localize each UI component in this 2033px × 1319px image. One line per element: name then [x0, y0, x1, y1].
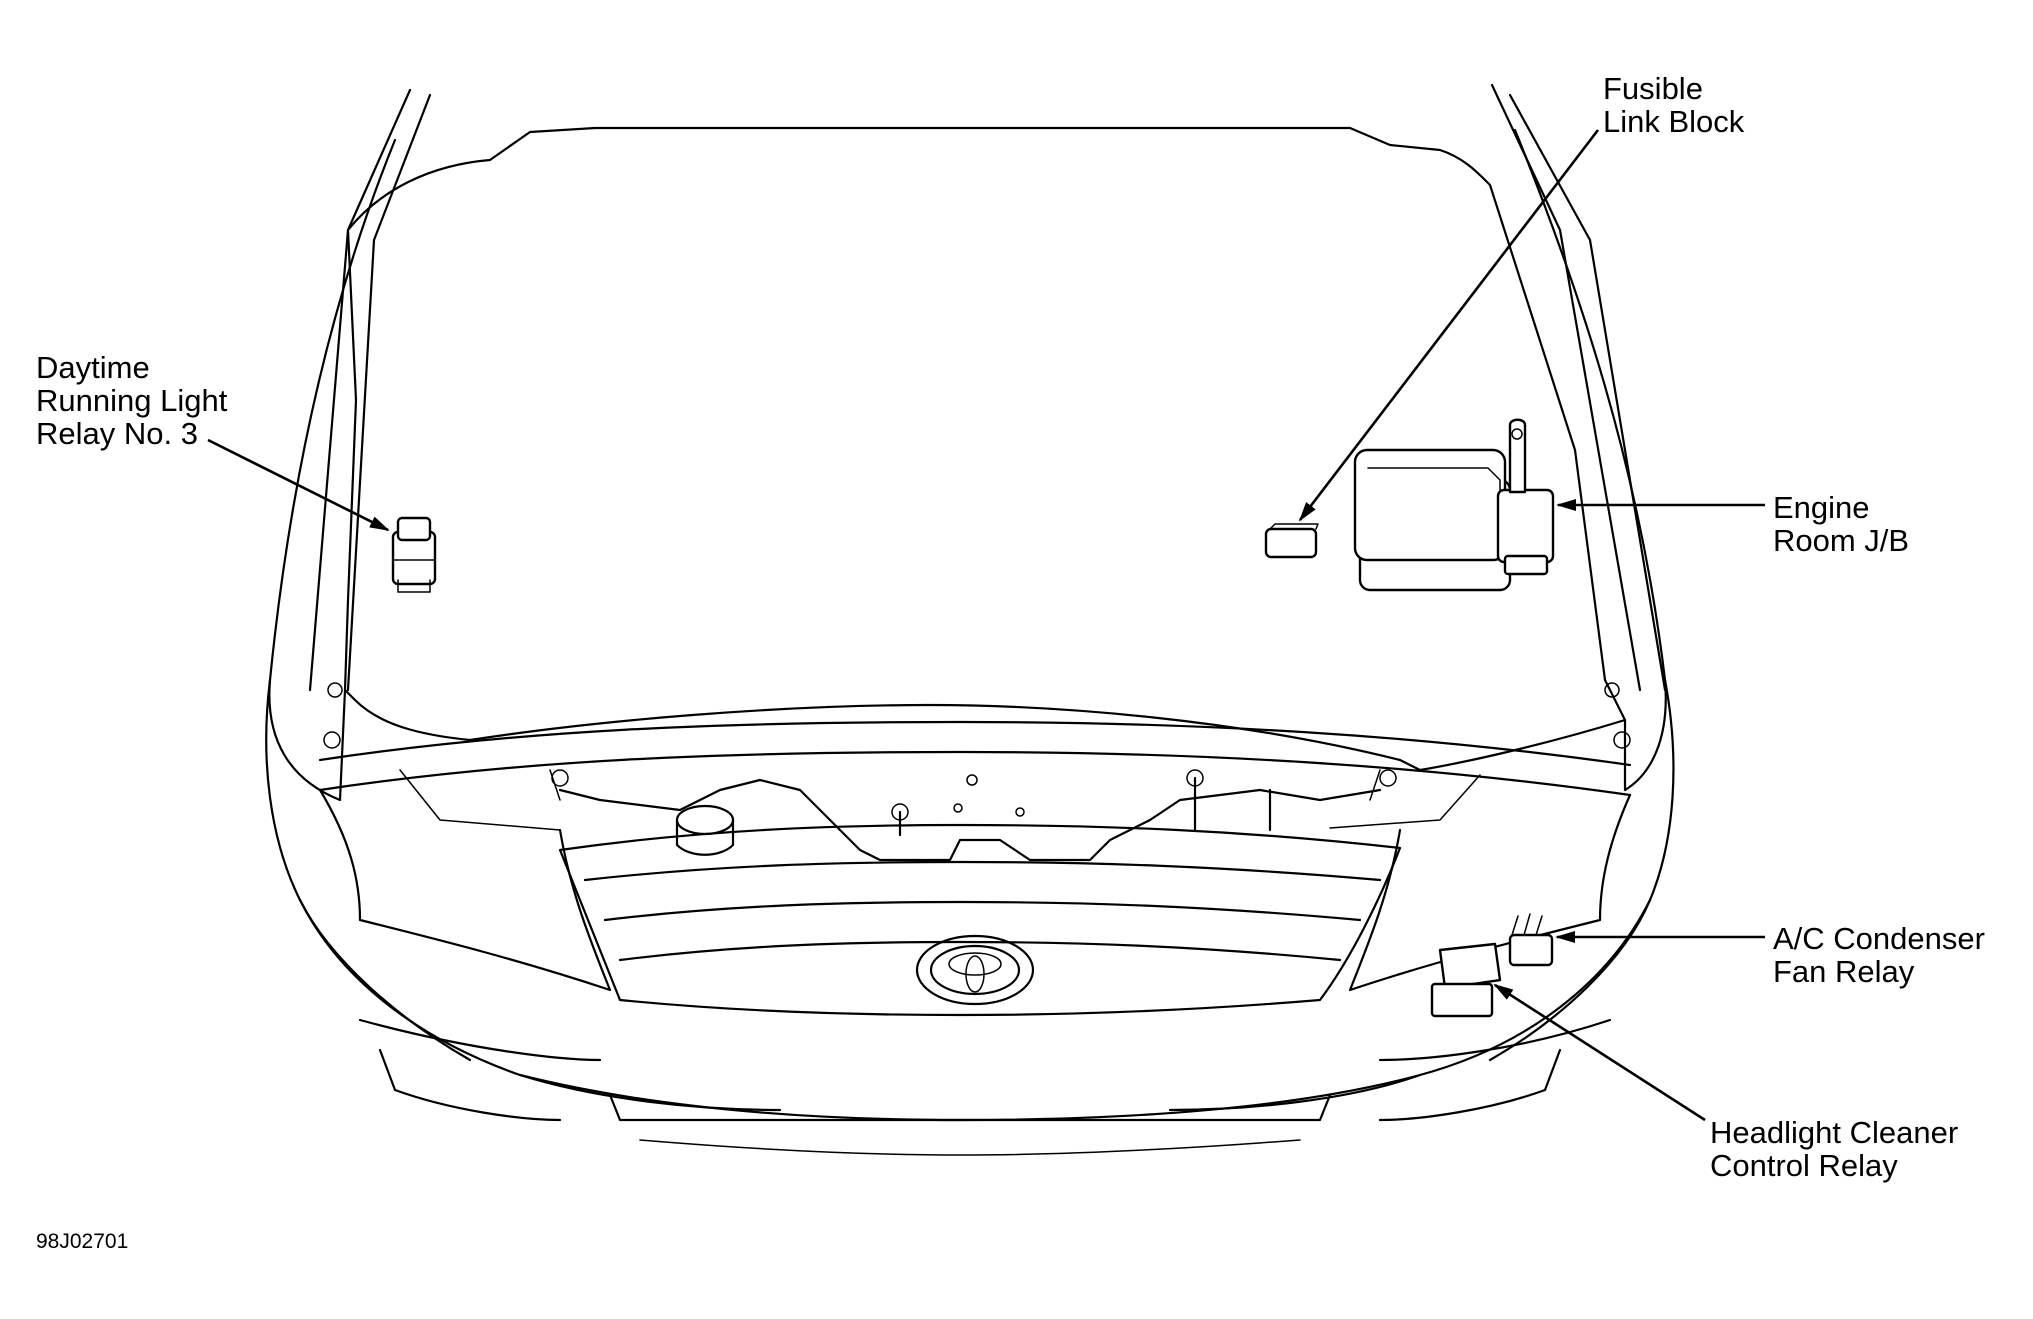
left-fender — [268, 138, 397, 802]
headlight-cleaner-relay-label: Headlight Cleaner Control Relay — [1710, 1115, 1967, 1183]
ac-condenser-fan-relay-label: A/C Condenser Fan Relay — [1773, 921, 1994, 989]
fusible-link-block-component — [1264, 523, 1319, 559]
grille — [558, 823, 1402, 1017]
right-fender — [1513, 128, 1667, 792]
engine-room-jb-label: Engine Room J/B — [1773, 490, 1909, 558]
daytime-relay-component — [391, 516, 437, 593]
right-hood-strut — [1490, 83, 1642, 692]
hood-panel — [343, 126, 1627, 772]
left-headlight — [318, 788, 612, 992]
figure-code: 98J02701 — [36, 1230, 128, 1253]
headlight-cleaner-leader — [1493, 983, 1706, 1122]
left-hood-strut — [308, 88, 412, 692]
headlight-cleaner-relay-component — [1430, 942, 1502, 1018]
daytime-relay-leader — [207, 438, 390, 532]
daytime-relay-label: Daytime Running Light Relay No. 3 — [36, 350, 236, 451]
engine-room-jb-component — [1353, 418, 1555, 592]
radiator-support — [318, 720, 1632, 767]
toyota-emblem — [915, 934, 1035, 1006]
fusible-link-leader — [1298, 129, 1600, 522]
fusible-link-block-label: Fusible Link Block — [1603, 71, 1745, 139]
ac-condenser-relay-component — [1508, 913, 1554, 967]
vehicle-body — [265, 83, 1675, 1156]
